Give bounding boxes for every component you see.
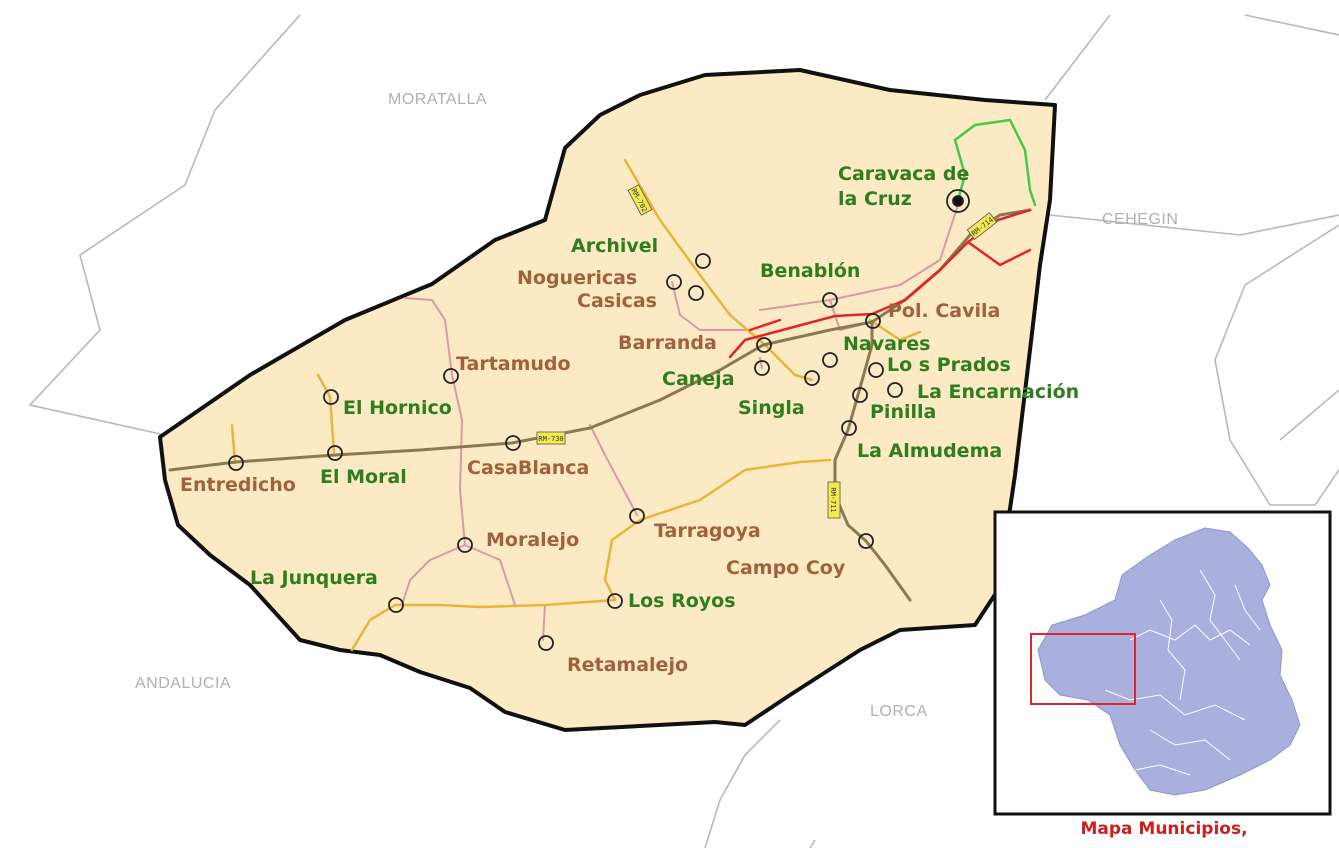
- svg-text:RM-730: RM-730: [538, 435, 563, 443]
- road-local: [401, 297, 466, 606]
- town-label-benablon: Benablón: [760, 260, 860, 282]
- town-label-la-almudema: La Almudema: [857, 440, 1002, 462]
- region-label-lorca: LORCA: [870, 703, 928, 720]
- region-label-andalucia: ANDALUCIA: [135, 675, 231, 692]
- road-tag-rm711: RM-711: [827, 481, 841, 519]
- road-local: [589, 424, 638, 516]
- region-label-moratalla: MORATALLA: [388, 91, 487, 108]
- road-green: [953, 118, 1037, 207]
- road-tag-rm730: RM-730: [536, 431, 566, 445]
- town-label-los-royos: Los Royos: [628, 590, 736, 612]
- town-label-entredicho: Entredicho: [180, 474, 296, 496]
- town-label-retamalejo: Retamalejo: [567, 654, 688, 676]
- town-label-los-prados: Lo s Prados: [887, 354, 1011, 376]
- road-red: [966, 240, 1032, 267]
- road-main: [833, 320, 912, 602]
- road-secondary: [868, 318, 922, 342]
- town-marker: [887, 382, 903, 398]
- svg-text:RM-711: RM-711: [829, 487, 837, 512]
- town-label-el-moral: El Moral: [320, 466, 407, 488]
- town-label-caneja: Caneja: [662, 368, 735, 390]
- town-label-campo-coy: Campo Coy: [726, 557, 846, 579]
- region-labels: MORATALLA CEHEGIN ANDALUCIA LORCA: [135, 91, 1178, 720]
- town-marker: [754, 360, 770, 376]
- town-marker: [852, 387, 868, 403]
- road-secondary: [623, 158, 814, 382]
- town-labels: Caravaca de la Cruz Archivel Noguericas …: [180, 163, 1079, 676]
- town-marker: [822, 352, 838, 368]
- town-label-el-hornico: El Hornico: [343, 397, 452, 419]
- inset-caption: Mapa Municipios,: [1080, 819, 1247, 839]
- town-marker: [323, 389, 339, 405]
- town-label-tarragoya: Tarragoya: [654, 520, 761, 542]
- town-marker: [858, 533, 874, 549]
- town-marker: [327, 445, 343, 461]
- road-local: [759, 357, 763, 369]
- town-marker: [695, 253, 711, 269]
- town-label-pinilla: Pinilla: [870, 401, 936, 423]
- town-marker: [688, 285, 704, 301]
- town-label-pol-cavila: Pol. Cavila: [888, 300, 1000, 322]
- road-local: [464, 544, 516, 606]
- town-markers: [228, 189, 970, 651]
- town-label-barranda: Barranda: [618, 332, 717, 354]
- town-label-la-encarnacion: La Encarnación: [917, 381, 1079, 403]
- town-marker: [841, 420, 857, 436]
- town-marker: [457, 537, 473, 553]
- town-label-casicas: Casicas: [577, 290, 657, 312]
- town-label-casablanca: CasaBlanca: [467, 457, 589, 479]
- road-local: [759, 204, 959, 311]
- town-label-noguericas: Noguericas: [517, 267, 637, 289]
- road-tags: RM-702 RM-714 RM-730 RM-711: [536, 184, 998, 519]
- town-marker: [538, 635, 554, 651]
- neighbor-boundaries: [28, 14, 1339, 848]
- town-marker: [868, 362, 884, 378]
- town-label-la-junquera: La Junquera: [250, 567, 378, 589]
- capital-marker: [946, 189, 970, 213]
- town-marker: [388, 597, 404, 613]
- town-marker: [607, 593, 623, 609]
- town-label-navares: Navares: [843, 333, 931, 355]
- town-label-caravaca-line1: Caravaca de: [838, 163, 969, 185]
- town-label-singla: Singla: [738, 397, 805, 419]
- road-local: [542, 604, 546, 641]
- town-marker: [804, 370, 820, 386]
- town-label-moralejo: Moralejo: [486, 529, 579, 551]
- town-marker: [629, 508, 645, 524]
- road-local: [671, 281, 746, 331]
- region-label-cehegin: CEHEGIN: [1102, 211, 1178, 228]
- town-label-caravaca-line2: la Cruz: [838, 188, 912, 210]
- town-marker: [443, 368, 459, 384]
- town-label-archivel: Archivel: [571, 235, 658, 257]
- inset-map: Mapa Municipios,: [993, 510, 1332, 839]
- road-secondary: [316, 373, 336, 454]
- town-marker: [666, 274, 682, 290]
- road-red: [748, 318, 782, 332]
- town-marker: [505, 435, 521, 451]
- town-marker: [822, 292, 838, 308]
- inset-highlight-box: [1030, 633, 1136, 705]
- town-label-tartamudo: Tartamudo: [456, 353, 571, 375]
- town-marker: [865, 313, 881, 329]
- municipality-area: [158, 68, 1057, 732]
- town-marker: [756, 337, 772, 353]
- inset-internal-boundaries: [1104, 569, 1261, 776]
- road-main: [168, 208, 1032, 472]
- town-marker: [228, 455, 244, 471]
